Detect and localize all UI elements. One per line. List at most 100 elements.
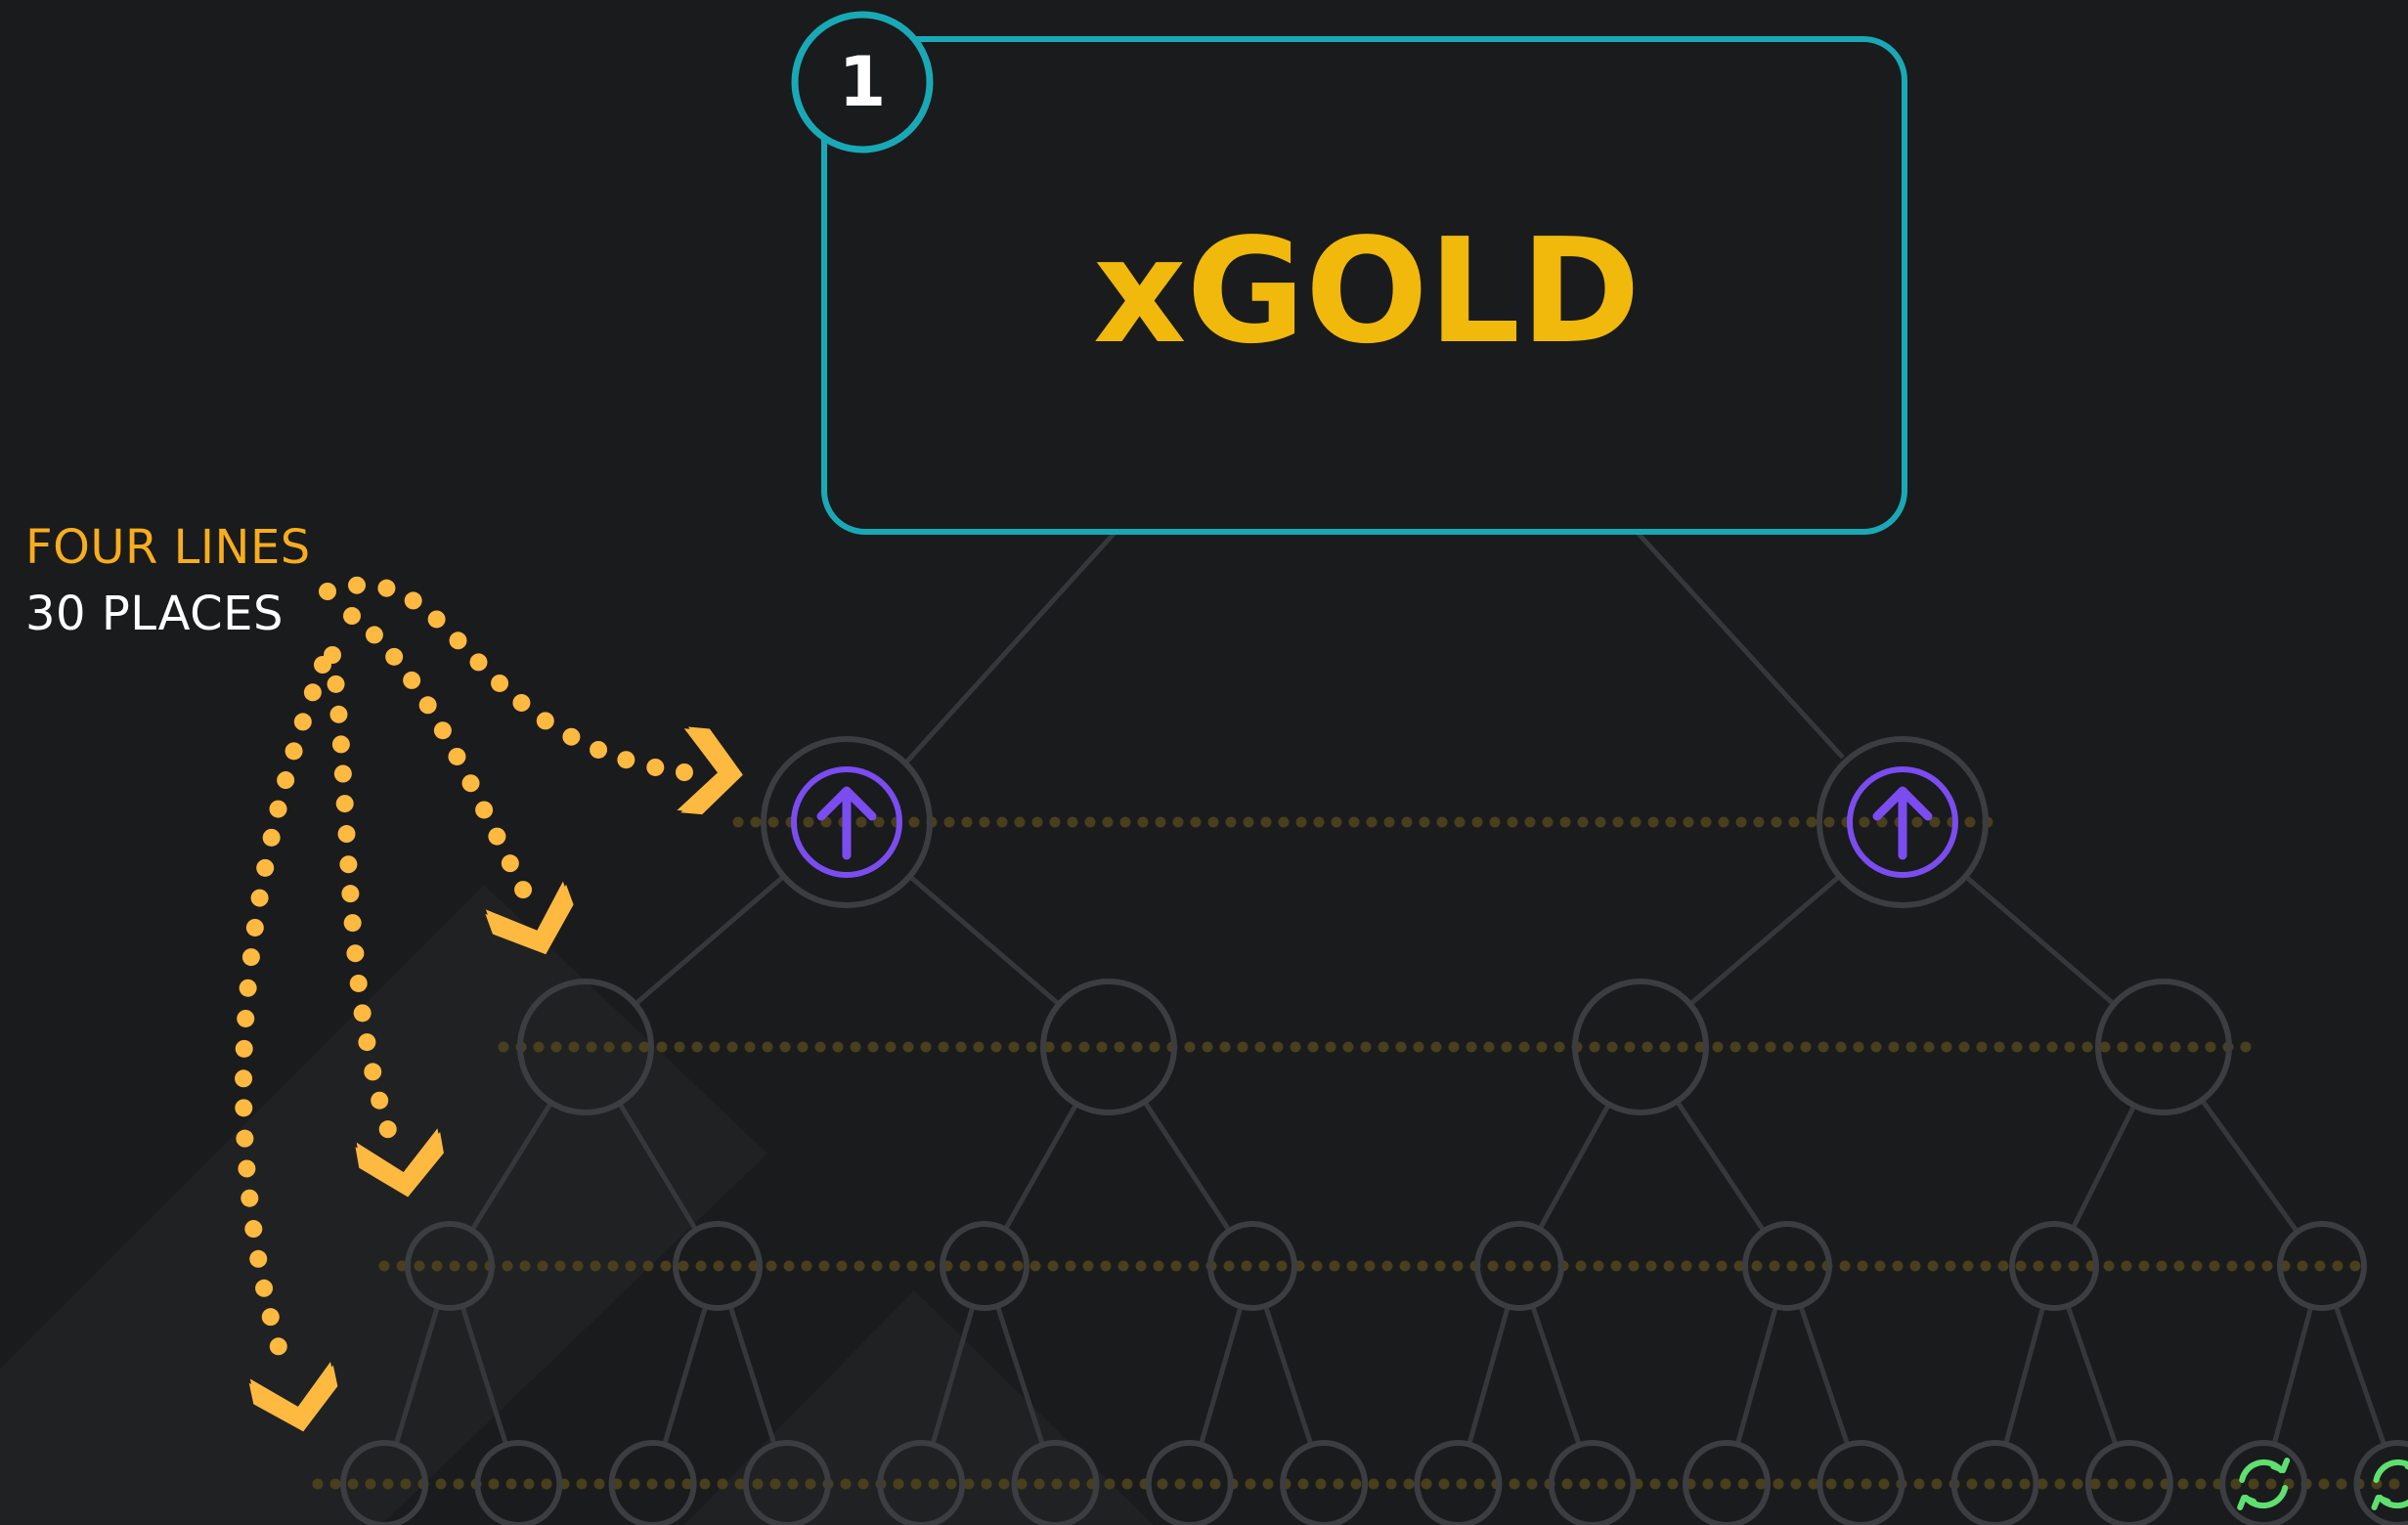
level-line-dot	[973, 1041, 985, 1053]
level-line-dot	[1861, 1478, 1872, 1490]
matrix-slot[interactable]	[2353, 1440, 2408, 1525]
tree-edge	[1199, 1305, 1244, 1446]
program-card[interactable]	[821, 36, 1907, 535]
tree-edge	[1003, 1103, 1079, 1231]
arrow-dot	[364, 1063, 382, 1081]
matrix-slot[interactable]	[1145, 1440, 1234, 1525]
level-line-dot	[435, 1478, 447, 1490]
arrow-up-icon	[1847, 766, 1958, 878]
level-line-dot	[943, 816, 955, 828]
level-line-dot	[2244, 1260, 2255, 1272]
level-line-dot	[1542, 816, 1554, 828]
matrix-slot[interactable]	[474, 1440, 563, 1525]
level-line-dot	[906, 1260, 918, 1272]
level-line-dot	[1790, 1478, 1802, 1490]
arrow-dot	[427, 610, 446, 629]
arrow-dot	[333, 764, 352, 783]
matrix-slot[interactable]	[2277, 1221, 2367, 1311]
matrix-slot[interactable]	[673, 1221, 763, 1311]
matrix-slot[interactable]	[1817, 736, 1989, 908]
matrix-slot[interactable]	[1817, 1440, 1905, 1525]
matrix-slot[interactable]	[940, 1221, 1029, 1311]
level-line-dot	[750, 816, 762, 828]
matrix-slot[interactable]	[1742, 1221, 1832, 1311]
level-line-dot	[1976, 1041, 1988, 1053]
level-line-dot	[1241, 1260, 1252, 1272]
matrix-slot[interactable]	[1572, 979, 1709, 1115]
level-line-dot	[1905, 1041, 1917, 1053]
matrix-slot[interactable]	[1011, 1440, 1100, 1525]
level-line-dot	[1698, 1260, 1710, 1272]
matrix-slot[interactable]	[2219, 1440, 2308, 1525]
level-line-dot	[1612, 816, 1624, 828]
matrix-slot[interactable]	[340, 1440, 428, 1525]
matrix-slot[interactable]	[1207, 1221, 1297, 1311]
level-line-dot	[1929, 816, 1941, 828]
level-line-dot	[2099, 1041, 2111, 1053]
level-line-dot	[382, 1478, 394, 1490]
level-line-dot	[1753, 816, 1765, 828]
level-line-dot	[1737, 1478, 1749, 1490]
matrix-slot[interactable]	[1548, 1440, 1637, 1525]
level-line-dot	[1817, 1041, 1829, 1053]
matrix-slot[interactable]	[1280, 1440, 1369, 1525]
level-line-dot	[1438, 1478, 1450, 1490]
level-line-dot	[2226, 1260, 2238, 1272]
matrix-slot[interactable]	[742, 1440, 831, 1525]
tree-edge	[662, 1305, 709, 1446]
level-line-dot	[996, 816, 1008, 828]
level-line-dot	[748, 1260, 760, 1272]
level-line-dot	[783, 1260, 795, 1272]
level-line-dot	[1307, 1041, 1319, 1053]
level-line-dot	[1958, 1041, 1970, 1053]
matrix-slot[interactable]	[761, 736, 933, 908]
level-line-dot	[1892, 1260, 1904, 1272]
level-line-dot	[2117, 1041, 2128, 1053]
matrix-slot[interactable]	[1683, 1440, 1771, 1525]
level-line-dot	[979, 816, 990, 828]
matrix-slot[interactable]	[608, 1440, 697, 1525]
level-line-dot	[681, 1478, 693, 1490]
caption-30-places: 30 PLACES	[25, 587, 284, 641]
arrow-dot	[646, 758, 665, 776]
level-line-dot	[1342, 1041, 1354, 1053]
level-line-dot	[1888, 1041, 1900, 1053]
level-line-dot	[797, 1041, 809, 1053]
tree-edge	[634, 874, 786, 1007]
level-line-dot	[1823, 816, 1835, 828]
arrow-dot	[365, 626, 383, 644]
level-line-dot	[550, 1041, 562, 1053]
level-line-dot	[1219, 1041, 1231, 1053]
matrix-slot[interactable]	[1414, 1440, 1503, 1525]
arrow-dot	[349, 974, 368, 992]
level-line-dot	[961, 816, 973, 828]
tree-edge	[1636, 531, 1845, 760]
level-line-dot	[1765, 1041, 1776, 1053]
level-line-dot	[2169, 1041, 2181, 1053]
level-line-dot	[2124, 1478, 2136, 1490]
level-line-dot	[660, 1260, 672, 1272]
arrow-dot	[339, 855, 358, 874]
level-line-dot	[1192, 1478, 1204, 1490]
level-line-dot	[365, 1478, 376, 1490]
level-line-dot	[1012, 1260, 1024, 1272]
matrix-slot[interactable]	[1040, 979, 1177, 1115]
matrix-slot[interactable]	[2009, 1221, 2099, 1311]
matrix-slot[interactable]	[1474, 1221, 1564, 1311]
level-line-dot	[1980, 1260, 1992, 1272]
matrix-slot[interactable]	[1950, 1440, 2039, 1525]
tree-edges	[393, 531, 2387, 1447]
level-line-dot	[1331, 816, 1342, 828]
arrow-dot	[269, 800, 287, 818]
matrix-slot[interactable]	[405, 1221, 495, 1311]
matrix-slot[interactable]	[877, 1440, 966, 1525]
matrix-slot[interactable]	[517, 979, 654, 1115]
level-line-dot	[1325, 1041, 1336, 1053]
level-line-dot	[1489, 816, 1501, 828]
level-line-dot	[638, 1041, 650, 1053]
level-line-dot	[1262, 1478, 1274, 1490]
level-line-dot	[1029, 1260, 1041, 1272]
matrix-slot[interactable]	[2095, 979, 2232, 1115]
matrix-slot[interactable]	[2084, 1440, 2173, 1525]
